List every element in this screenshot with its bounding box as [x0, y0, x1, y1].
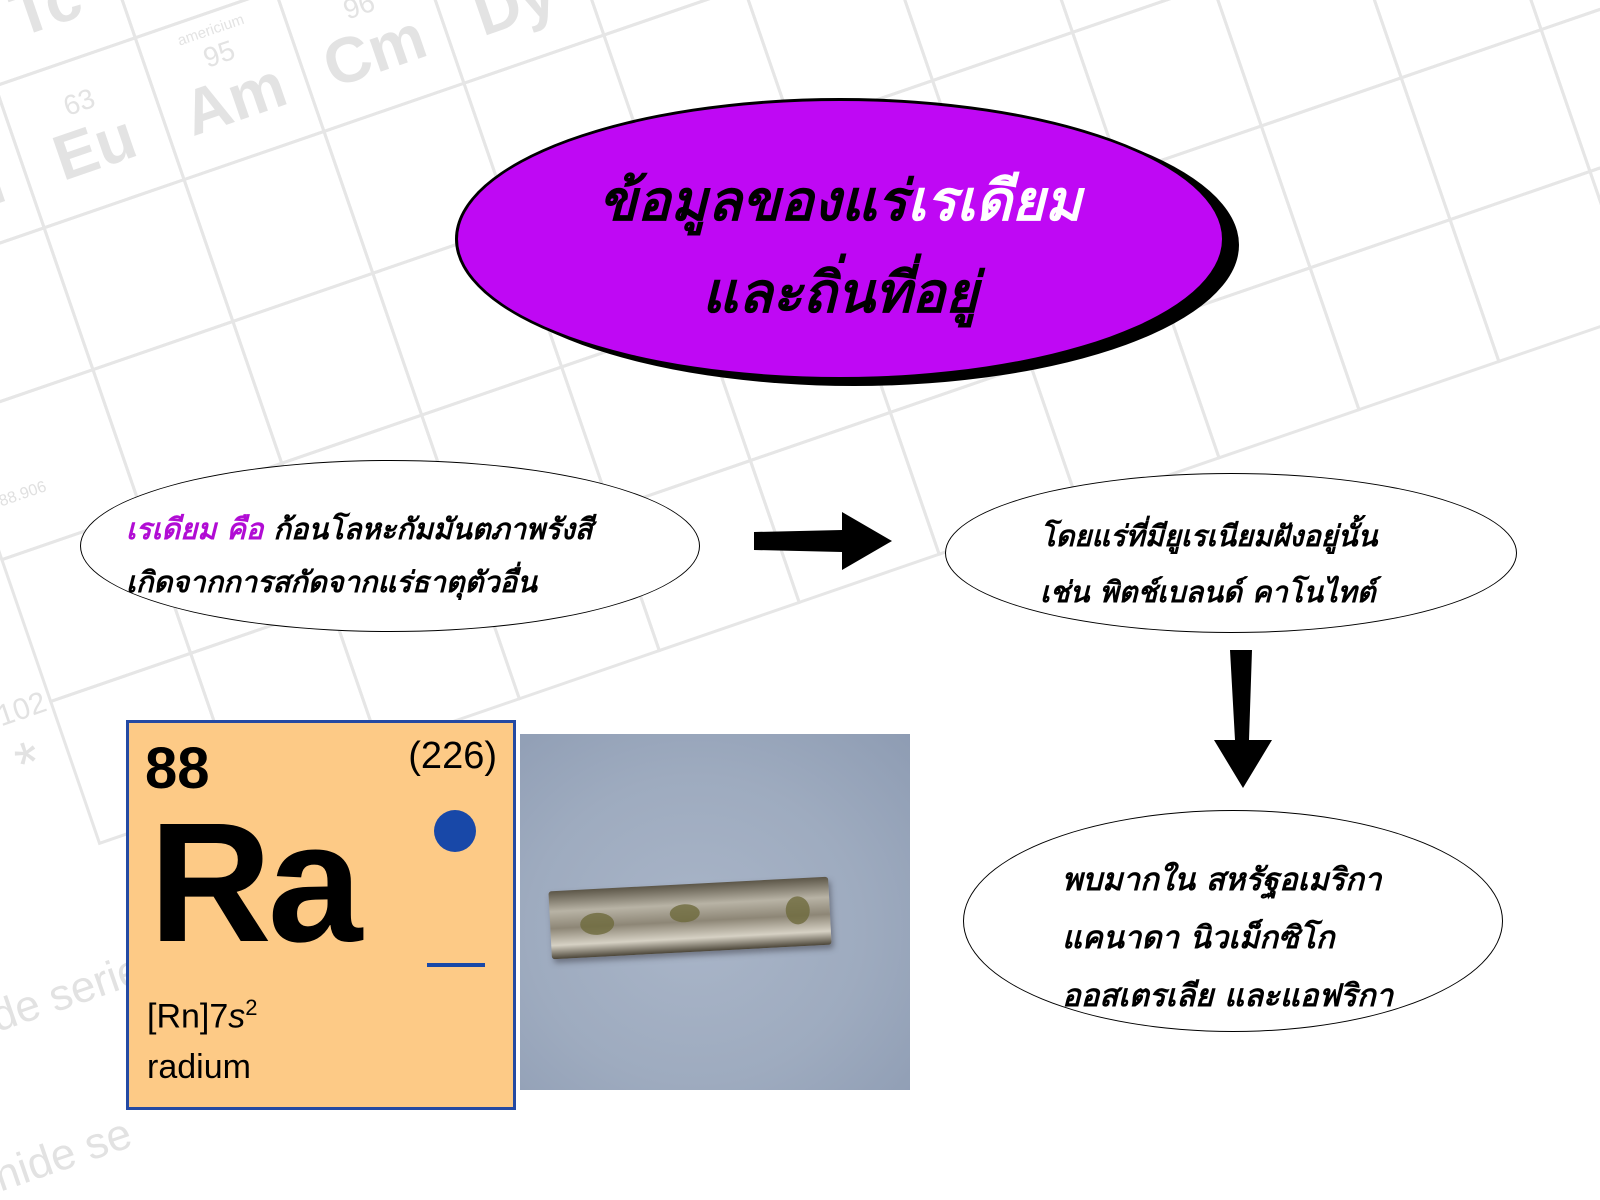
bg-element-text: Tc — [1, 0, 91, 51]
title-line1-black: ข้อมูลของแร่ — [598, 169, 908, 234]
title-line1-highlight: เรเดียม — [907, 169, 1082, 234]
bg-grid-cell — [1308, 217, 1501, 412]
element-name: radium — [147, 1048, 251, 1086]
bg-grid-cell — [1259, 75, 1452, 270]
bg-grid-cell — [553, 0, 746, 37]
bg-grid-cell — [1399, 27, 1592, 222]
bg-label-nide-se: nide se — [0, 1109, 138, 1200]
locations-line1: พบมากใน สหรัฐอเมริกา — [1062, 862, 1382, 898]
bg-element-text: Eu — [44, 100, 145, 195]
title-oval: ข้อมูลของแร่เรเดียม และถิ่นที่อยู่ — [455, 98, 1245, 388]
bg-element-text: Tb — [606, 0, 703, 1]
element-symbol: Ra — [149, 788, 362, 978]
element-electron-config: [Rn]7s2 — [147, 995, 258, 1036]
bg-element-cell: dysprosium66Dy — [464, 0, 565, 50]
bg-grid-cell — [1448, 169, 1600, 364]
ores-text: โดยแร่ที่มียูเรเนียมฝังอยู่นั้น เช่น พิต… — [1040, 508, 1377, 620]
bg-grid-cell — [1588, 121, 1600, 316]
bg-grid-cell — [748, 410, 942, 605]
element-atomic-number: 88 — [145, 736, 210, 801]
bg-element-cell: promethium61Pm — [0, 145, 13, 246]
arrow-right-icon — [754, 512, 892, 570]
element-atomic-mass: (226) — [408, 735, 497, 777]
bg-element-text: Am — [174, 48, 295, 150]
ores-oval — [945, 473, 1517, 633]
bg-grid-cell — [881, 0, 1075, 83]
definition-highlight: เรเดียม คือ — [126, 512, 264, 546]
title-oval-fill — [455, 98, 1225, 380]
bg-label-102: 102 — [0, 686, 51, 734]
bg-element-text: Cm — [314, 0, 435, 101]
ores-line1: โดยแร่ที่มียูเรเนียมฝังอยู่นั้น — [1040, 519, 1378, 553]
title-line2: และถิ่นที่อยู่ — [701, 261, 979, 326]
definition-oval — [80, 460, 700, 632]
bg-element-text: Dy — [464, 0, 565, 50]
page-title: ข้อมูลของแร่เรเดียม และถิ่นที่อยู่ — [455, 156, 1225, 340]
bg-element-cell: terbium65Tb — [606, 0, 703, 1]
bg-element-cell: technetium43Tc — [1, 0, 91, 51]
arrow-down-icon — [1214, 650, 1272, 788]
element-state-dot-icon — [434, 810, 476, 852]
config-orbital: s — [228, 997, 246, 1036]
bg-grid-cell — [182, 129, 375, 324]
radium-metal-piece — [548, 876, 832, 960]
bg-element-text: Pm — [0, 145, 13, 246]
definition-line2: เกิดจากการสกัดจากแร่ธาตุตัวอื่น — [126, 565, 537, 599]
locations-text: พบมากใน สหรัฐอเมริกา แคนาดา นิวเม็กซิโก … — [1062, 851, 1393, 1025]
locations-line3: ออสเตรเลีย และแอฟริกา — [1062, 978, 1394, 1014]
locations-oval — [963, 810, 1503, 1032]
config-main: [Rn]7 — [147, 997, 229, 1036]
definition-line1: ก้อนโลหะกัมมันตภาพรังสี — [263, 512, 593, 546]
radium-sample-photo — [520, 734, 910, 1090]
bg-element-cell: ruthenium44Ru — [134, 0, 238, 5]
element-state-dash-icon — [427, 963, 485, 967]
element-tile: 88 (226) Ra [Rn]7s2 radium — [126, 720, 516, 1110]
bg-label-asterisk: * — [7, 727, 51, 798]
bg-grid-cell — [230, 271, 424, 466]
bg-grid-cell — [1539, 0, 1600, 174]
bg-label-mass-yttrium: 88.906 — [0, 478, 49, 510]
definition-text: เรเดียม คือ ก้อนโลหะกัมมันตภาพรังสี เกิด… — [126, 503, 593, 609]
locations-line2: แคนาดา นิวเม็กซิโก — [1062, 920, 1335, 956]
bg-grid-cell — [0, 225, 95, 420]
bg-element-text: Ru — [134, 0, 238, 5]
bg-grid-cell — [42, 177, 235, 372]
config-superscript: 2 — [245, 995, 258, 1020]
ores-line2: เช่น พิตช์เบลนด์ คาโนไทต์ — [1040, 575, 1376, 609]
